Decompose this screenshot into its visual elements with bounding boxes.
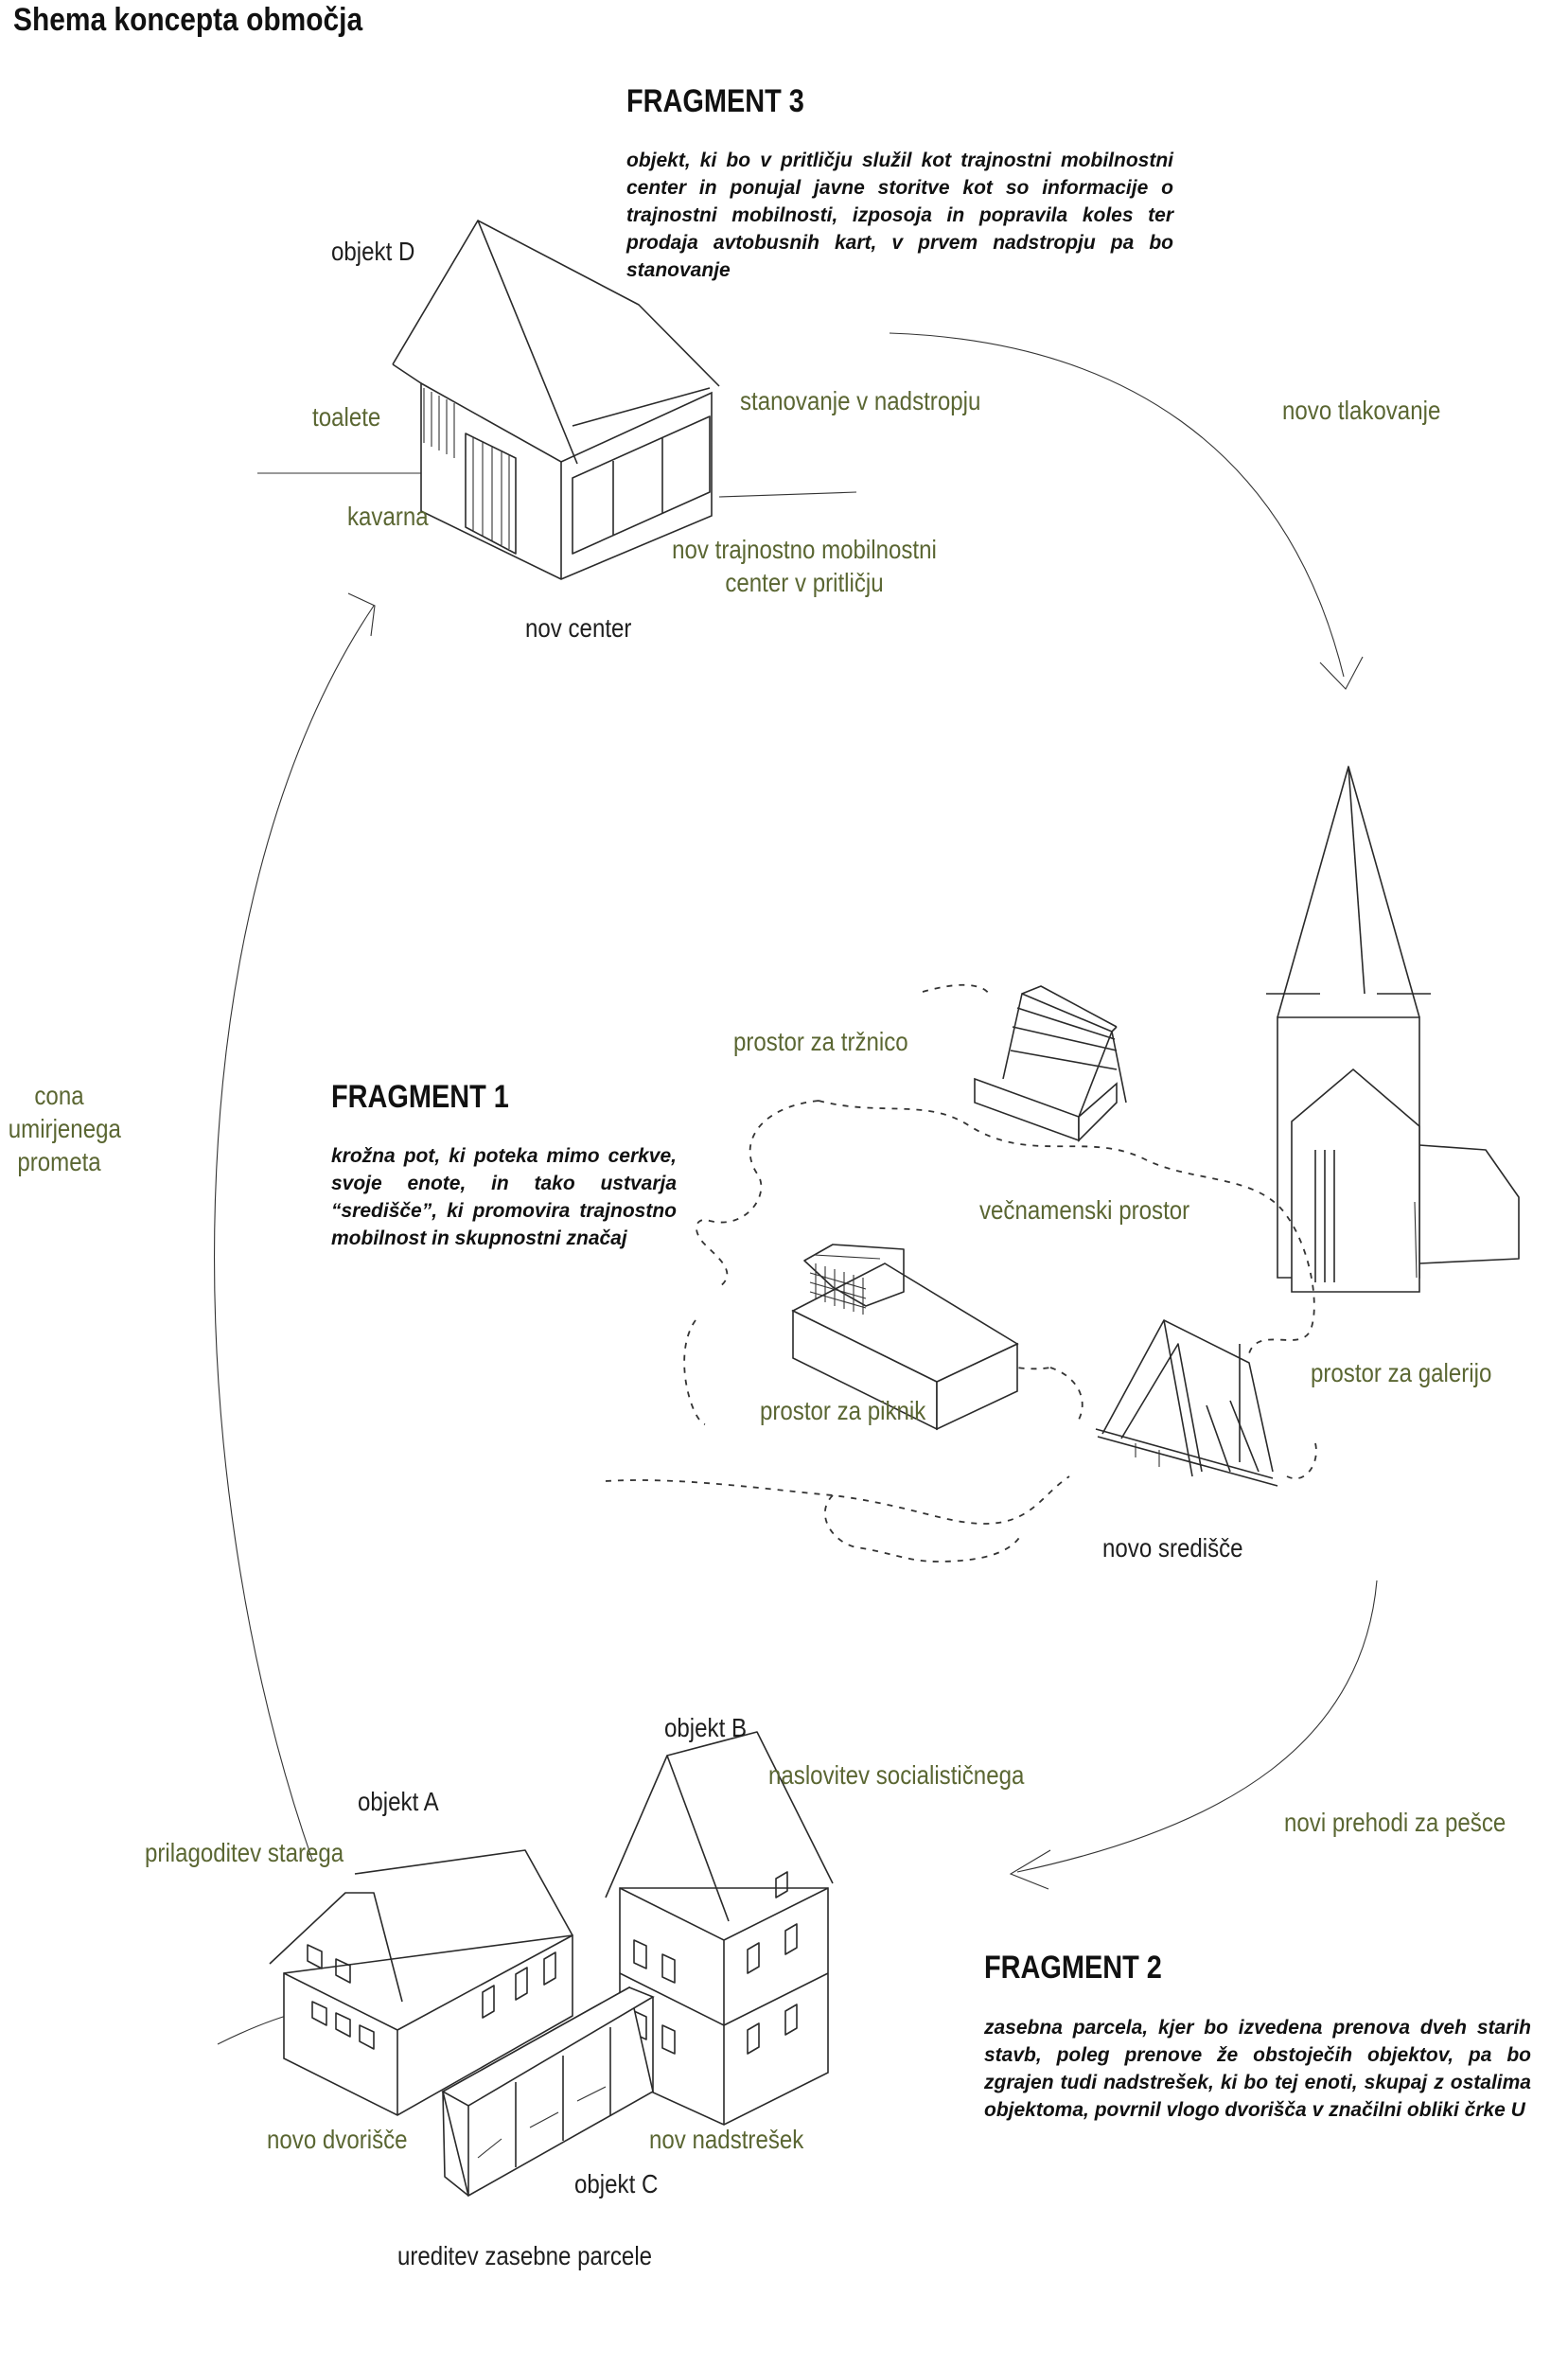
ground-line-top-right — [718, 491, 857, 498]
arc-top-right — [889, 332, 1345, 678]
page-title: Shema koncepta območja — [13, 2, 363, 38]
fragment-3-heading: FRAGMENT 3 — [626, 83, 804, 119]
arrowhead-left — [347, 592, 376, 637]
label-kavarna: kavarna — [347, 502, 429, 531]
dashed-loop-path — [605, 983, 1317, 1563]
canopy-objekt-c — [441, 1986, 655, 2198]
label-prostor-piknik: prostor za piknik — [760, 1396, 926, 1425]
house-objekt-d — [392, 220, 720, 580]
gallery-frame — [1095, 1319, 1278, 1487]
label-objekt-b: objekt B — [664, 1713, 748, 1742]
label-cona-2: umirjenega — [8, 1114, 121, 1143]
label-naslovitev: naslovitev socialističnega — [768, 1760, 1025, 1790]
label-cona-1: cona — [34, 1081, 84, 1110]
house-objekt-a — [269, 1849, 573, 2116]
label-prilagoditev: prilagoditev starega — [145, 1838, 344, 1867]
label-stanovanje: stanovanje v nadstropju — [740, 386, 981, 415]
label-cona-3: prometa — [17, 1147, 101, 1176]
fragment-2-description: zasebna parcela, kjer bo izvedena prenov… — [984, 2017, 1531, 2121]
label-objekt-a: objekt A — [358, 1787, 439, 1816]
label-objekt-d: objekt D — [331, 237, 415, 266]
label-novi-prehodi: novi prehodi za pešce — [1284, 1808, 1506, 1837]
house-objekt-b — [605, 1731, 834, 2126]
label-novo-dvorisce: novo dvorišče — [267, 2125, 408, 2154]
label-vecnamenski: večnamenski prostor — [979, 1195, 1190, 1225]
label-nov-trajnostno-2: center v pritličju — [725, 568, 884, 597]
label-toalete: toalete — [312, 402, 381, 432]
fragment-1-heading: FRAGMENT 1 — [331, 1079, 509, 1115]
arc-bottom-right — [1016, 1580, 1378, 1873]
label-prostor-trznico: prostor za tržnico — [733, 1027, 908, 1056]
church — [1266, 766, 1520, 1293]
label-novo-tlakovanje: novo tlakovanje — [1282, 396, 1441, 425]
fragment-1-description: krožna pot, ki poteka mimo cerkve, svoje… — [331, 1145, 677, 1249]
label-nov-nadstresek: nov nadstrešek — [649, 2125, 804, 2154]
label-prostor-galerijo: prostor za galerijo — [1311, 1358, 1492, 1387]
picnic-platform — [791, 1244, 1019, 1431]
label-nov-center: nov center — [525, 613, 632, 643]
arrowhead-top-right — [1319, 656, 1364, 690]
arc-left — [214, 605, 375, 1861]
label-ureditev: ureditev zasebne parcele — [397, 2241, 653, 2270]
fragment-2-heading: FRAGMENT 2 — [984, 1950, 1162, 1986]
label-objekt-c: objekt C — [574, 2169, 659, 2198]
market-stall — [974, 985, 1127, 1142]
fragment-3-description: objekt, ki bo v pritličju služil kot tra… — [626, 150, 1173, 281]
arrowhead-bottom-right — [1009, 1849, 1051, 1890]
label-novo-sredisce: novo središče — [1102, 1533, 1243, 1563]
label-nov-trajnostno-1: nov trajnostno mobilnostni — [672, 535, 937, 564]
